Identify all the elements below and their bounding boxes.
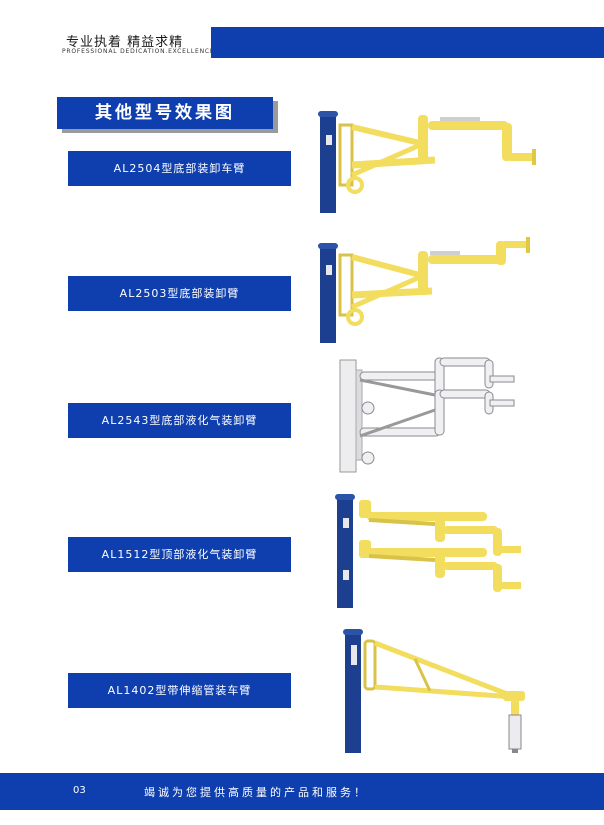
page-number: 03 [73,785,86,796]
product-image-al1402 [343,629,525,753]
model-label-al2504: AL2504型底部装卸车臂 [68,151,291,186]
model-label-al1512: AL1512型顶部液化气装卸臂 [68,537,291,572]
model-label-al1402: AL1402型带伸缩管装车臂 [68,673,291,708]
section-title: 其他型号效果图 [57,97,273,129]
product-image-al2504 [318,111,536,213]
product-image-al1512 [335,494,521,608]
model-label-al2503: AL2503型底部装卸臂 [68,276,291,311]
header-slogan-cn: 专业执着 精益求精 [66,35,184,50]
footer-slogan: 竭诚为您提供高质量的产品和服务！ [144,786,368,799]
model-label-al2543: AL2543型底部液化气装卸臂 [68,403,291,438]
header-slogan-en: PROFESSIONAL DEDICATION.EXCELLENCE [62,48,215,55]
header-blue-bar [211,27,604,58]
footer-blue-bar [0,773,604,810]
product-image-al2543 [339,357,515,473]
product-image-al2503 [318,237,530,343]
